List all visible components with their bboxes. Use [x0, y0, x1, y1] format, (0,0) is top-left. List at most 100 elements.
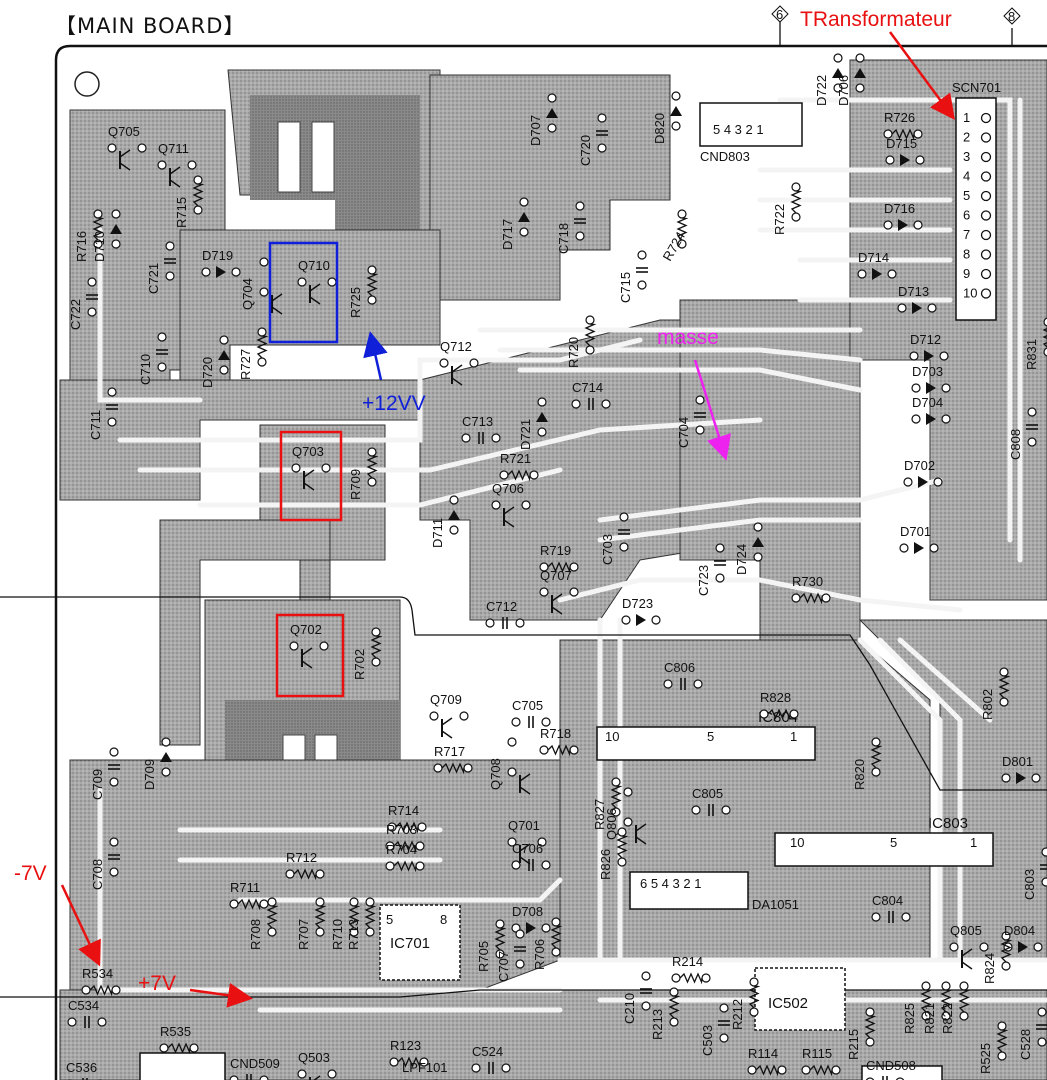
solder-pad — [349, 897, 359, 907]
diode-symbol — [926, 382, 936, 394]
transistor-symbol — [169, 166, 181, 175]
solder-pad — [715, 573, 725, 583]
resistor-symbol — [790, 190, 803, 214]
component-label-d713: D713 — [898, 284, 929, 299]
solder-pad — [949, 942, 959, 952]
solder-pad — [833, 83, 843, 93]
solder-pad — [791, 593, 801, 603]
ic803-pin-mid: 5 — [890, 835, 897, 850]
solder-pad — [749, 1007, 759, 1017]
solder-pad — [997, 1051, 1007, 1061]
component-label-r713: R713 — [346, 919, 361, 950]
plus7v-annotation: +7V — [138, 972, 176, 995]
transistor-symbol — [271, 293, 283, 302]
component-label-d712: D712 — [910, 332, 941, 347]
diode-symbol — [752, 537, 764, 547]
solder-pad — [901, 912, 911, 922]
resistor-symbol — [584, 323, 597, 347]
component-label-r718: R718 — [540, 726, 571, 741]
component-label-cnd508: CND508 — [866, 1058, 916, 1073]
resistor-symbol — [996, 1029, 1009, 1053]
cnd509-box — [139, 1052, 226, 1080]
ic701-pin-b: 8 — [440, 912, 447, 927]
diode-symbol — [914, 542, 924, 554]
component-label-c711: C711 — [88, 410, 103, 440]
resistor-symbol — [1042, 327, 1047, 348]
scn701-pin-pad — [980, 210, 992, 221]
scn701-pin-pad — [980, 288, 992, 299]
solder-pad — [1043, 347, 1047, 357]
solder-pad — [471, 1063, 481, 1073]
solder-pad — [569, 745, 579, 755]
solder-pad — [315, 869, 325, 879]
component-label-d704: D704 — [912, 395, 943, 410]
component-label-r707: R707 — [296, 919, 311, 950]
solder-pad — [915, 155, 925, 165]
diode-symbol — [1016, 772, 1026, 784]
solder-pad — [507, 837, 517, 847]
component-label-q805: Q805 — [950, 923, 982, 938]
solder-pad — [459, 711, 469, 721]
solder-pad — [539, 587, 549, 597]
scn701-pin-label: 4 — [963, 169, 970, 184]
component-label-r704: R704 — [386, 842, 417, 857]
resistor-symbol — [237, 898, 261, 911]
component-label-r719: R719 — [540, 543, 571, 558]
solder-pad — [637, 250, 647, 260]
solder-pad — [189, 1043, 199, 1053]
resistor-symbol — [89, 984, 113, 997]
component-label-r123: R123 — [390, 1038, 421, 1053]
scn701-pin-pad — [980, 249, 992, 260]
component-label-d804: D804 — [1004, 923, 1035, 938]
solder-pad — [669, 987, 679, 997]
component-label-c524: C524 — [472, 1044, 503, 1059]
component-label-r708: R708 — [248, 919, 263, 950]
component-label-q703: Q703 — [292, 444, 324, 459]
solder-pad — [619, 542, 629, 552]
component-label-c704: C704 — [676, 417, 691, 448]
resistor-symbol — [370, 635, 383, 659]
ic804-pin-left: 10 — [605, 729, 619, 744]
solder-pad — [327, 277, 337, 287]
component-label-r214: R214 — [672, 954, 703, 969]
component-label-d711: D711 — [430, 518, 445, 548]
solder-pad — [109, 837, 119, 847]
ic701-chip: 5 8 IC701 — [379, 904, 461, 981]
solder-pad — [495, 919, 505, 929]
diode-symbol — [1018, 941, 1028, 953]
solder-pad — [385, 861, 395, 871]
solder-pad — [187, 160, 197, 170]
solder-pad — [597, 143, 607, 153]
scn701-pin-label: 9 — [963, 266, 970, 281]
solder-pad — [695, 425, 705, 435]
solder-pad — [721, 805, 731, 815]
resistor-symbol — [507, 469, 531, 482]
resistor-symbol — [891, 128, 915, 141]
transistor-symbol — [961, 948, 973, 957]
component-label-r714: R714 — [388, 803, 419, 818]
solder-pad — [617, 827, 627, 837]
component-label-r702: R702 — [352, 649, 367, 680]
scn701-pin-pad — [980, 171, 992, 182]
ic803-chip: 10 5 1 IC803 — [774, 815, 994, 867]
pin-8-label: 8 — [1008, 9, 1015, 24]
solder-pad — [695, 395, 705, 405]
component-label-d701: D701 — [900, 524, 931, 539]
component-label-q701: Q701 — [508, 818, 540, 833]
solder-pad — [439, 358, 449, 368]
solder-pad — [367, 447, 377, 457]
solder-pad — [219, 365, 229, 375]
da1051-label: DA1051 — [752, 897, 799, 912]
transistor-symbol — [301, 660, 313, 669]
resistor-symbol — [870, 745, 883, 769]
component-label-r820: R820 — [852, 759, 867, 790]
board-outline — [54, 44, 1047, 1080]
solder-pad — [623, 817, 633, 827]
solder-pad — [611, 777, 621, 787]
solder-pad — [229, 1075, 239, 1080]
transistor-symbol — [503, 519, 515, 528]
solder-pad — [81, 985, 91, 995]
component-label-cnd509: CND509 — [230, 1056, 280, 1071]
ic803-pin-right: 1 — [970, 835, 977, 850]
